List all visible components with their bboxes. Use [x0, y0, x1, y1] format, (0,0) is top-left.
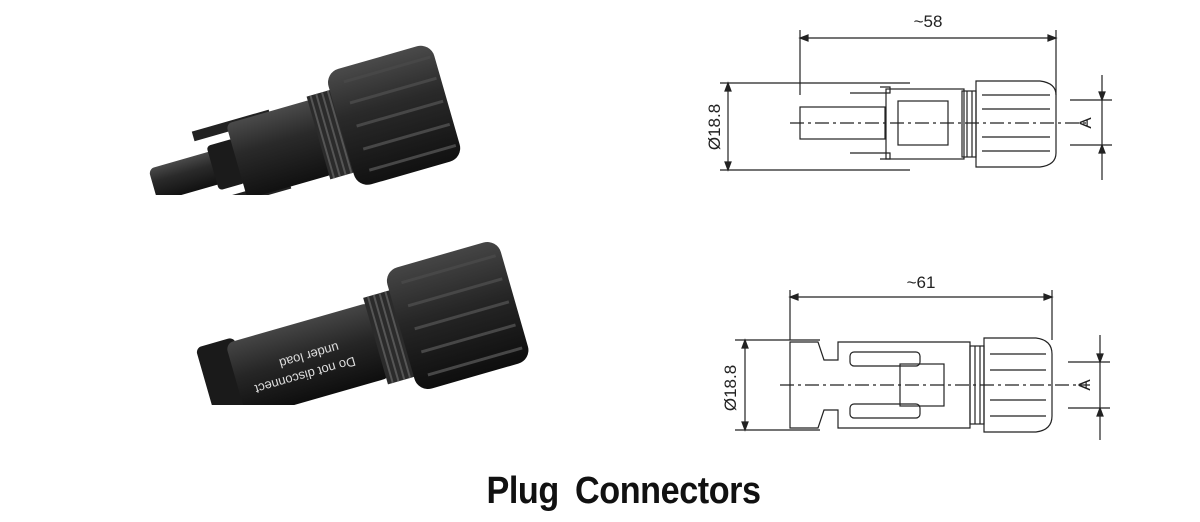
side-a-label: A — [1075, 379, 1094, 391]
length-label: ~61 — [907, 273, 936, 292]
page-title: Plug Connectors — [486, 470, 762, 512]
male-connector-drawing: ~58 Ø18.8 A — [705, 12, 1112, 180]
diameter-label: Ø18.8 — [705, 104, 724, 150]
female-connector-photo: Do not disconnect under load — [196, 241, 529, 405]
diameter-label: Ø18.8 — [721, 365, 740, 411]
side-a-label: A — [1076, 117, 1095, 129]
female-connector-drawing: ~61 Ø18.8 A — [721, 273, 1110, 440]
length-label: ~58 — [914, 12, 943, 31]
male-connector-photo — [149, 45, 461, 195]
